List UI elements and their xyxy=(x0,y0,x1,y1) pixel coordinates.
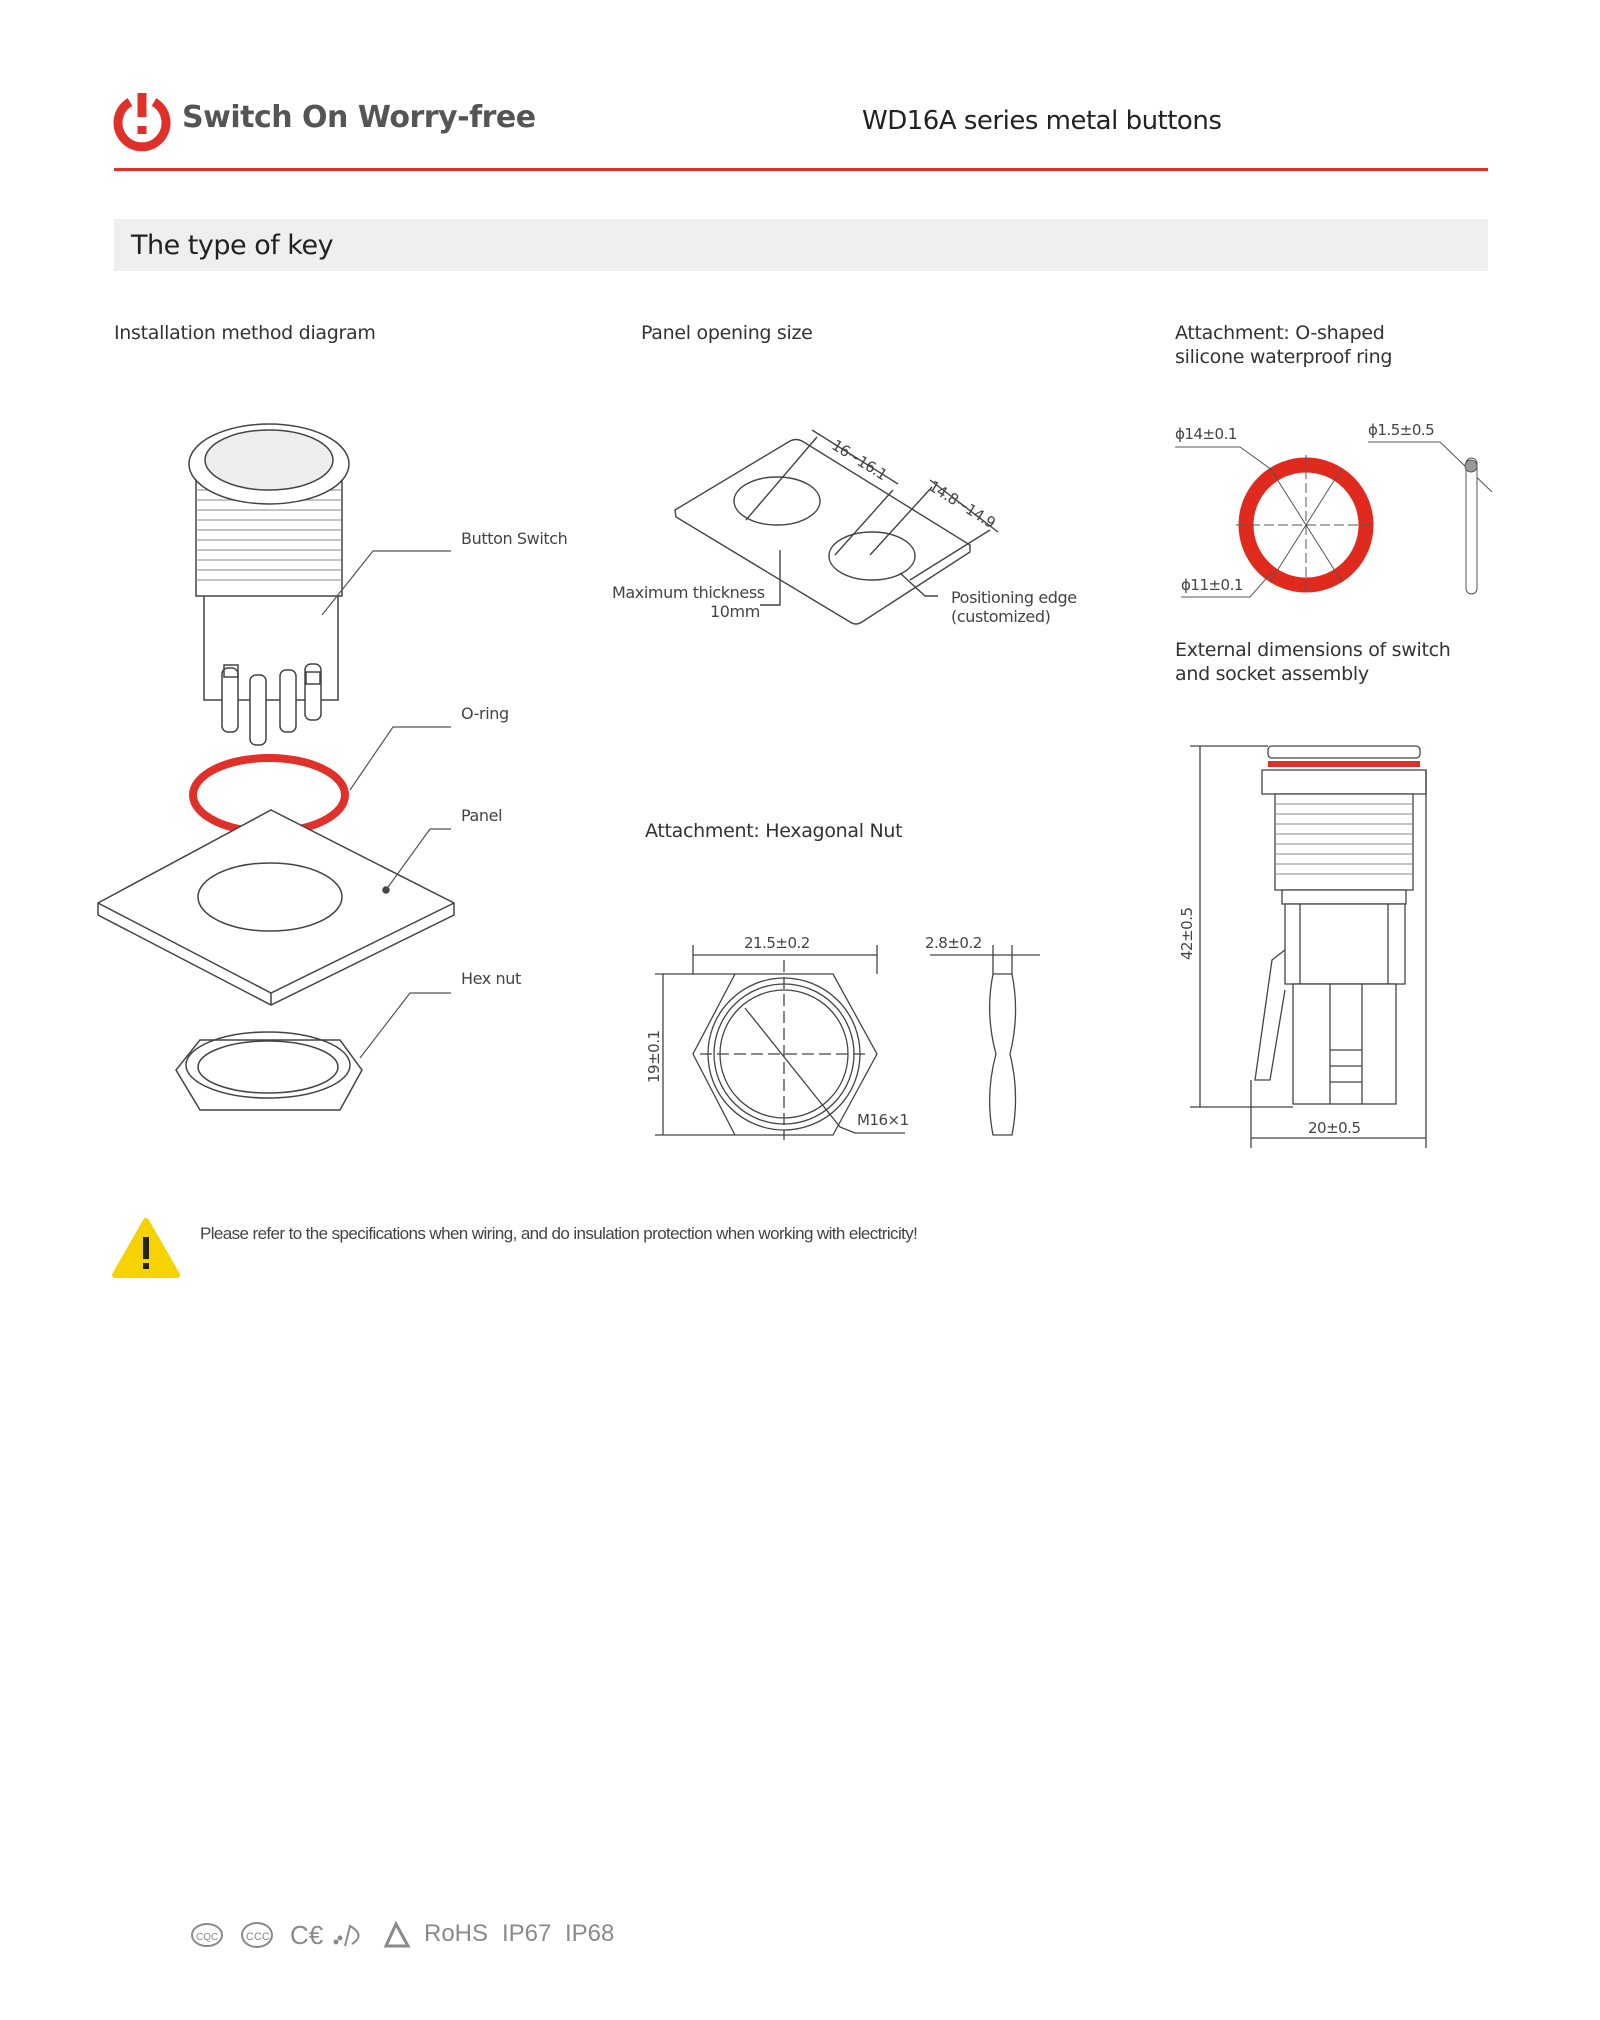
hex-nut-width: 21.5±0.2 xyxy=(744,934,810,952)
positioning-edge-label: Positioning edge xyxy=(951,588,1077,607)
positioning-edge-note: (customized) xyxy=(951,607,1051,626)
o-ring-dimension-diagram xyxy=(1175,441,1493,598)
panel-opening-diagram xyxy=(674,429,999,625)
power-logo-icon xyxy=(113,93,171,152)
certification-icons: CQC CCC C€ xyxy=(191,1920,411,1950)
installation-diagram xyxy=(97,423,455,1111)
assembly-width: 20±0.5 xyxy=(1308,1119,1361,1137)
hex-nut-height: 19±0.1 xyxy=(645,1030,663,1083)
o-ring-cross-section: ϕ1.5±0.5 xyxy=(1368,421,1435,439)
hex-nut-drawing xyxy=(175,1031,363,1111)
hex-nut-thickness: 2.8±0.2 xyxy=(925,934,982,952)
rohs-mark: RoHS xyxy=(424,1920,489,1947)
kc-triangle-icon xyxy=(383,1920,411,1948)
o-ring-title-2: silicone waterproof ring xyxy=(1175,346,1393,368)
cqc-icon xyxy=(191,1923,223,1947)
o-ring-title-1: Attachment: O-shaped xyxy=(1175,322,1385,344)
ip68-mark: IP68 xyxy=(565,1920,615,1947)
ce-icon: C€ xyxy=(290,1920,324,1950)
brand-name: Switch On Worry-free xyxy=(182,100,536,135)
max-thickness-label: Maximum thickness xyxy=(612,583,765,602)
panel-opening-title: Panel opening size xyxy=(641,322,813,344)
o-ring-inner-dia: ϕ11±0.1 xyxy=(1181,576,1243,594)
warning-text: Please refer to the specifications when … xyxy=(200,1224,918,1243)
installation-title: Installation method diagram xyxy=(114,322,376,344)
document-title: WD16A series metal buttons xyxy=(862,106,1222,136)
o-ring-outer-dia: ϕ14±0.1 xyxy=(1175,425,1237,443)
label-o-ring: O-ring xyxy=(461,704,509,723)
svg-text:CCC: CCC xyxy=(246,1931,270,1943)
label-hex-nut: Hex nut xyxy=(461,969,521,988)
max-thickness-value: 10mm xyxy=(710,602,760,621)
assembly-title-2: and socket assembly xyxy=(1175,663,1369,685)
label-button-switch: Button Switch xyxy=(461,529,568,548)
assembly-title-1: External dimensions of switch xyxy=(1175,639,1451,661)
pse-icon xyxy=(344,1924,360,1947)
section-title: The type of key xyxy=(131,230,334,261)
assembly-height: 42±0.5 xyxy=(1178,907,1196,960)
hex-nut-title: Attachment: Hexagonal Nut xyxy=(645,820,903,842)
hex-nut-thread: M16×1 xyxy=(857,1111,909,1129)
assembly-dimension-diagram xyxy=(1190,745,1427,1148)
button-switch-drawing xyxy=(188,423,350,746)
svg-text:CQC: CQC xyxy=(196,1932,218,1943)
ip67-mark: IP67 xyxy=(502,1920,552,1947)
header-divider xyxy=(114,168,1488,171)
label-panel: Panel xyxy=(461,806,503,825)
ccc-icon xyxy=(241,1922,273,1948)
hex-nut-dimension-diagram xyxy=(655,945,1040,1140)
warning-icon xyxy=(112,1218,180,1278)
panel-drawing xyxy=(97,809,455,1006)
section-header xyxy=(114,219,1488,271)
